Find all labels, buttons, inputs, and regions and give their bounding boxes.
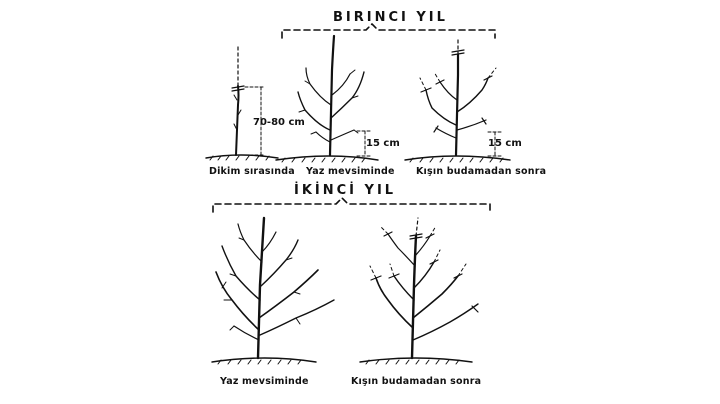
winter-second-year-tree <box>359 217 479 365</box>
winter-first-year-caption: Kışın budamadan sonra <box>416 166 547 177</box>
winter-branch-height-label: 15 cm <box>488 138 522 149</box>
second-year-bracket <box>212 197 491 213</box>
second-year-heading: İKİNCİ YIL <box>294 183 397 198</box>
planting-caption: Dikim sırasında <box>209 166 295 177</box>
first-year-bracket <box>281 23 496 39</box>
summer-branch-height-label: 15 cm <box>366 138 400 149</box>
winter-first-year-tree <box>404 37 511 163</box>
winter-dimension <box>487 131 503 157</box>
summer-dimension <box>356 130 373 157</box>
summer-first-year-caption: Yaz mevsiminde <box>306 166 395 177</box>
first-year-heading: BIRINCI YIL <box>333 10 448 25</box>
summer-first-year-tree <box>275 34 379 163</box>
planting-height-label: 70-80 cm <box>253 117 305 128</box>
summer-second-year-tree <box>211 216 335 365</box>
planting-whip-tree <box>205 45 279 161</box>
winter-second-year-caption: Kışın budamadan sonra <box>351 376 482 387</box>
planting-dimension <box>244 86 266 156</box>
summer-second-year-caption: Yaz mevsiminde <box>220 376 309 387</box>
